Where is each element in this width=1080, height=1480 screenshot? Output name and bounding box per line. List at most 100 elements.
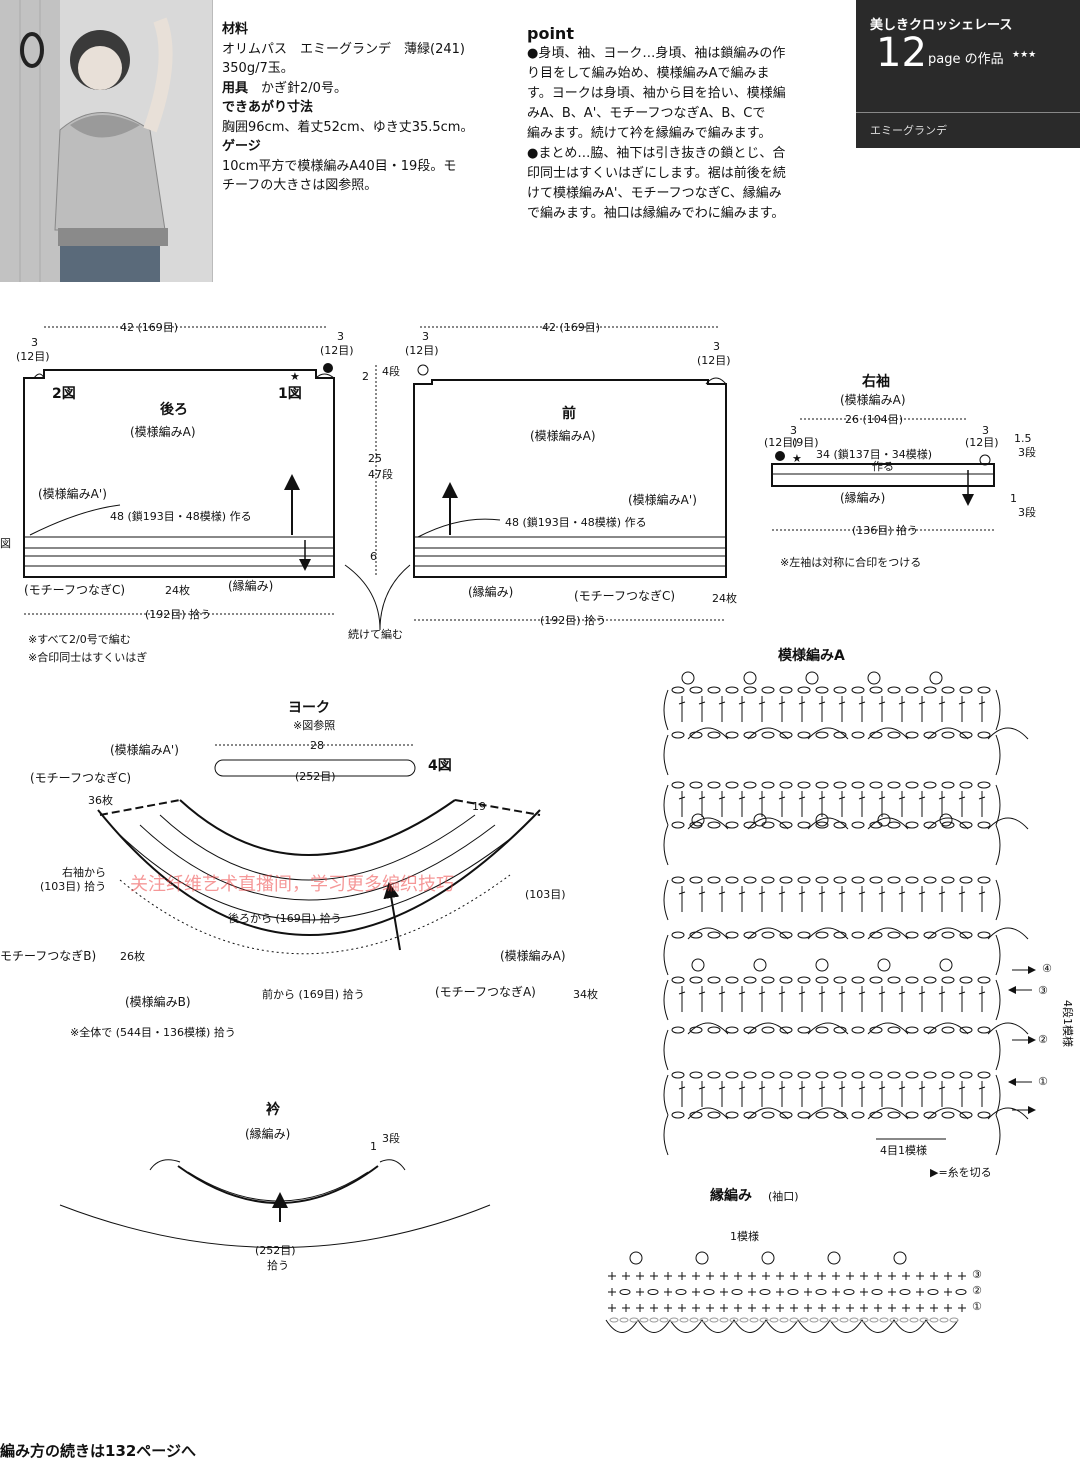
- pattern-a-repeat: 4目1模様: [880, 1143, 927, 1157]
- yoke-motif-c: (モチーフつなぎC): [30, 771, 131, 785]
- yoke-motif-a: (モチーフつなぎA): [435, 985, 536, 999]
- yoke-total: ※全体で (544目・136模様) 拾う: [70, 1025, 236, 1039]
- continue-label: 続けて編む: [348, 627, 403, 641]
- page-text: page の作品: [928, 52, 1004, 67]
- front-motif-count: 24枚: [712, 591, 737, 605]
- back-width-label: 42 (169目): [120, 321, 178, 334]
- tools-text: かぎ針2/0号。: [261, 80, 347, 96]
- sleeve-cast-on: 34 (鎖137目・34模様): [816, 447, 932, 461]
- star-mark: ★: [792, 452, 802, 465]
- point-line: 印同士はすくいはぎにします。裾は前後を続: [527, 166, 786, 181]
- back-shoulder-left: 3: [31, 336, 38, 349]
- sleeve-diagram: 右袖 (模様編みA) 26 (104目) 3 (12目) (9目) 3 (12目…: [764, 373, 1036, 569]
- yoke-top-w: 28: [310, 739, 324, 752]
- front-panel: 42 (169目) 3 (12目) 3 (12目) 前 (模様編みA) (模様編…: [405, 321, 737, 627]
- yoke-diagram: ヨーク ※図参照 28 (252目) 4図 (模様編みA') (モチーフつなぎC…: [0, 700, 598, 1039]
- point-line: ●身頃、袖、ヨーク…身頃、袖は鎖編みの作: [527, 46, 786, 61]
- yoke-title: ヨーク: [288, 700, 330, 716]
- front-title: 前: [562, 405, 576, 422]
- front-edging: (縁編み): [468, 584, 513, 599]
- edging-repeat: 1模様: [730, 1229, 759, 1243]
- row-marker-2: ②: [1038, 1033, 1048, 1046]
- gauge-text-1: 10cm平方で模様編みA40目・19段。モ: [222, 158, 457, 174]
- pattern-a-rows: 4段1模様: [1061, 1000, 1075, 1047]
- yoke-back-pick: 後ろから (169目) 拾う: [228, 911, 342, 925]
- cut-note: ▶=糸を切る: [930, 1166, 992, 1179]
- point-block: point ●身頃、袖、ヨーク…身頃、袖は鎖編みの作 り目をして編み始め、模様編…: [527, 24, 817, 224]
- row-marker-3: ③: [1038, 984, 1048, 997]
- fig4-label: 4図: [428, 758, 452, 774]
- edging-chart: 縁編み (袖口) 1模様 ③ ② ①: [605, 1187, 982, 1333]
- pattern-a-title: 模様編みA: [778, 647, 845, 664]
- yoke-right-sleeve: 右袖から: [62, 865, 106, 879]
- collar-title: 衿: [266, 1101, 281, 1118]
- edging-row-1: ①: [972, 1300, 982, 1313]
- back-motif-count: 24枚: [165, 583, 190, 597]
- model-photo-illustration: [0, 0, 212, 282]
- sleeve-pattern: (模様編みA): [840, 392, 906, 407]
- point-line: 編みます。続けて衿を縁編みで編みます。: [527, 126, 772, 141]
- point-line: す。ヨークは身頃、袖から目を拾い、模様編: [527, 86, 786, 101]
- front-shoulder-left: 3: [422, 330, 429, 343]
- sleeve-edging: (縁編み): [840, 490, 885, 505]
- sleeve-left-sts: (12目): [764, 436, 798, 449]
- front-motif-c: (モチーフつなぎC): [574, 589, 675, 603]
- sleeve-right-3: 3: [982, 424, 989, 437]
- fig1-label: 1図: [278, 386, 302, 402]
- yarn-name: エミーグランデ: [870, 124, 947, 137]
- yoke-left-sts: (103目): [525, 888, 566, 901]
- collar-h: 1: [370, 1140, 377, 1153]
- yoke-motif-a-count: 34枚: [573, 987, 598, 1001]
- match-dot: [775, 451, 785, 461]
- back-shoulder-left-sts: (12目): [16, 350, 50, 363]
- back-pickup: (192目) 拾う: [145, 607, 211, 621]
- note-seam: ※合印同士はすくいはぎ: [28, 650, 147, 664]
- side-measures: 2 4段 25 47段 6 続けて編む: [344, 364, 411, 641]
- back-title: 後ろ: [160, 401, 188, 418]
- side-top-rows: 4段: [382, 364, 400, 378]
- yoke-front-pick: 前から (169目) 拾う: [262, 987, 365, 1001]
- yoke-motif-b-count: 26枚: [120, 949, 145, 963]
- front-shoulder-right: 3: [713, 340, 720, 353]
- header-divider: [856, 112, 1080, 113]
- collar-pickup2: 拾う: [267, 1258, 289, 1272]
- point-line: で編みます。袖口は縁編みでわに編みます。: [527, 206, 785, 221]
- back-pattern-a2: (模様編みA'): [38, 486, 107, 501]
- side-body-rows: 47段: [368, 467, 393, 481]
- sleeve-h1: 1.5: [1014, 432, 1032, 445]
- header-box: 美しきクロッシェレース 12 page の作品 ★★★ エミーグランデ: [856, 0, 1080, 148]
- edging-symbols: [605, 1251, 967, 1333]
- back-panel: 42 (169目) 3 (12目) 3 (12目) ★ 2図 1図 後ろ (模様…: [0, 321, 354, 621]
- collar-edging: (縁編み): [245, 1126, 290, 1141]
- materials-heading: 材料: [222, 22, 249, 37]
- yoke-pattern-a2: (模様編みA'): [110, 742, 179, 757]
- sleeve-h1-rows: 3段: [1018, 445, 1036, 459]
- sleeve-left-9: (9目): [792, 436, 819, 449]
- front-cast-on: 48 (鎖193目・48模様) 作る: [505, 515, 647, 529]
- yoke-ref: ※図参照: [293, 718, 335, 732]
- collar-diagram: 衿 (縁編み) 1 3段 (252目) 拾う: [59, 1101, 491, 1272]
- back-cast-on: 48 (鎖193目・48模様) 作る: [110, 509, 252, 523]
- collar-rows: 3段: [382, 1131, 400, 1145]
- back-edging: (縁編み): [228, 578, 273, 593]
- size-text: 胸囲96cm、着丈52cm、ゆき丈35.5cm。: [222, 119, 474, 135]
- series-title: 美しきクロッシェレース: [870, 18, 1013, 33]
- sleeve-note: ※左袖は対称に合印をつける: [780, 555, 921, 569]
- sleeve-h2-rows: 3段: [1018, 505, 1036, 519]
- side-top-num: 2: [362, 370, 369, 383]
- fig2-label: 2図: [52, 386, 76, 402]
- edging-subtitle: (袖口): [768, 1189, 799, 1203]
- front-shoulder-left-sts: (12目): [405, 344, 439, 357]
- yoke-pattern-a: (模様編みA): [500, 948, 566, 963]
- yoke-pattern-b: (模様編みB): [125, 994, 191, 1009]
- side-hem-h: 6: [370, 550, 377, 563]
- collar-pickup: (252目): [255, 1244, 296, 1257]
- row-marker-4: ④: [1042, 962, 1052, 975]
- watermark: 关注纤维艺术直播间，学习更多编织技巧: [130, 874, 454, 895]
- yoke-num19: 19: [472, 800, 486, 813]
- edging-row-2: ②: [972, 1284, 982, 1297]
- sleeve-h2: 1: [1010, 492, 1017, 505]
- yarn-text: オリムパス エミーグランデ 薄緑(241): [222, 41, 465, 57]
- sleeve-make: 作る: [872, 460, 894, 473]
- row-marker-1: ①: [1038, 1075, 1048, 1088]
